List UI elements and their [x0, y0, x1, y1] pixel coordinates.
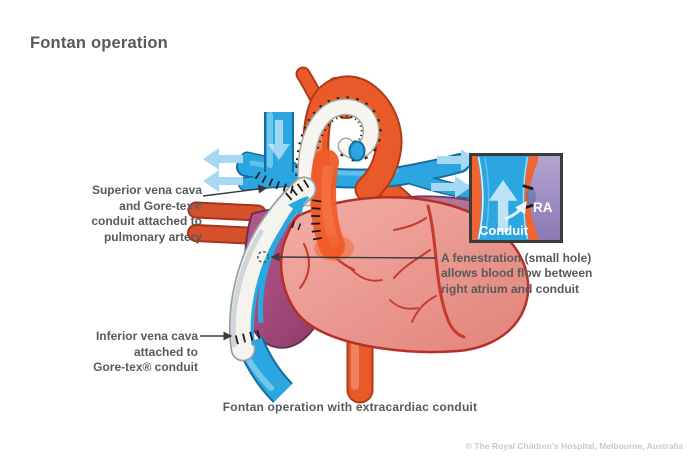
label-line: attached to	[133, 344, 198, 359]
figure-caption: Fontan operation with extracardiac condu…	[222, 400, 478, 414]
label-line: pulmonary artery	[103, 229, 202, 244]
flow-arrow-left-lower-icon	[203, 170, 243, 192]
label-line: Superior vena cava	[91, 183, 202, 197]
svc-label-leader	[202, 184, 268, 197]
label-line: allows blood flow between	[441, 266, 593, 281]
page-title: Fontan operation	[30, 34, 168, 52]
label-line: conduit attached to	[91, 214, 202, 229]
inset-right-atrium	[528, 156, 560, 240]
label-line: A fenestration (small hole)	[441, 251, 592, 265]
inset-conduit-label: Conduit	[479, 223, 529, 238]
inset-ra-label: RA	[533, 200, 553, 215]
label-fenestration: A fenestration (small hole) allows blood…	[441, 251, 616, 297]
label-line: and Gore-tex®	[119, 198, 202, 213]
label-superior-vena-cava: Superior vena cava and Gore-tex® conduit…	[58, 183, 202, 245]
goretex-conduit	[228, 171, 317, 362]
conduit-flow-arrow	[257, 196, 306, 324]
inset-border	[469, 153, 563, 243]
inset-fenestration-flow-arrow-icon	[504, 201, 527, 221]
leader-lines	[200, 184, 437, 341]
label-line: right atrium and conduit	[441, 281, 579, 296]
label-line: Inferior vena cava	[95, 329, 198, 343]
fenestration-marker	[257, 251, 269, 263]
fenestration-label-leader	[270, 252, 437, 262]
copyright-notice: © The Royal Children's Hospital, Melbour…	[465, 441, 683, 451]
heart	[279, 149, 530, 354]
inset-diagram: Conduit RA	[469, 153, 563, 243]
goretex-pa-band	[295, 96, 382, 207]
pa-stump	[348, 140, 366, 162]
coronary-arteries	[299, 204, 466, 339]
pulmonary-trunk-root	[284, 149, 354, 261]
label-line: Gore-tex® conduit	[93, 360, 198, 375]
label-inferior-vena-cava: Inferior vena cava attached to Gore-tex®…	[58, 329, 198, 376]
